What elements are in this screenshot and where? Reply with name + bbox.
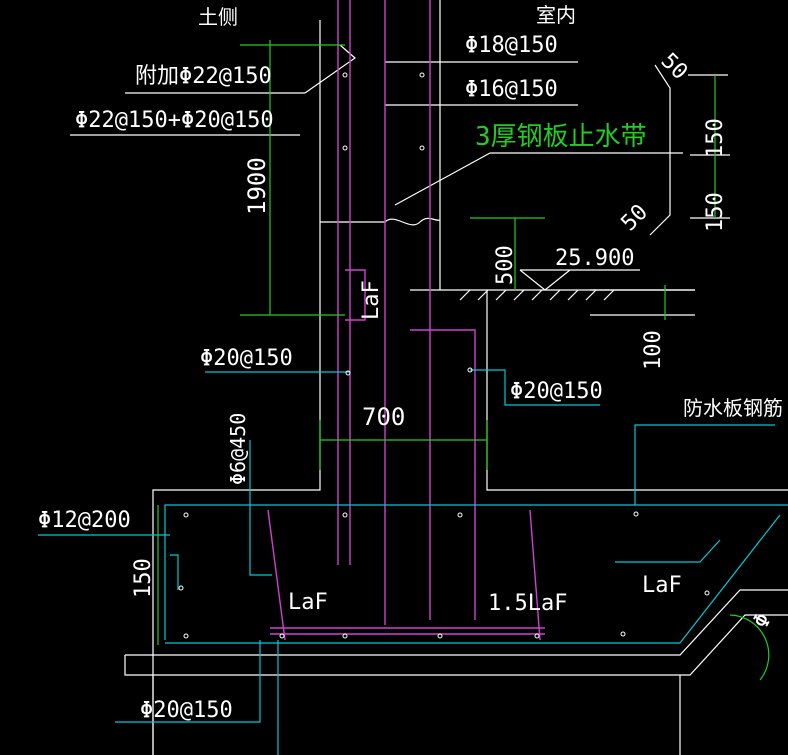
- rebar-phi20-left-label: Φ20@150: [200, 346, 293, 371]
- tie-phi6-label: Φ6@450: [226, 413, 250, 485]
- rebar-leader-added-bend: [304, 44, 356, 94]
- base-bottom-bar: [165, 514, 781, 644]
- hairpin-right: [529, 509, 541, 641]
- rebar-leader-phi20-bottom: [115, 640, 261, 723]
- wall-step-face: [486, 290, 788, 491]
- rebar-leader-phi20-right: [470, 369, 600, 406]
- base-top-bar: [164, 504, 788, 640]
- slab-rebar: [38, 369, 788, 755]
- waterstop-label: 3厚钢板止水带: [475, 122, 647, 152]
- waterproof-slab-label: 防水板钢筋: [683, 396, 783, 420]
- laf-wall-label: LaF: [359, 280, 384, 320]
- rebar-phi18-label: Φ18@150: [465, 33, 558, 58]
- waterstop-profile: [649, 64, 671, 236]
- dim-100-label: 100: [641, 330, 666, 370]
- wall-left-face: [152, 20, 321, 755]
- hairpin-left: [267, 509, 286, 641]
- rebar-phi20-right-label: Φ20@150: [510, 379, 603, 404]
- partial-label: Φ: [749, 609, 777, 633]
- laf-base-mid-label: 1.5LaF: [488, 591, 567, 616]
- dim-150-left-label: 150: [131, 558, 156, 598]
- waterproof-leader: [634, 424, 775, 505]
- rebar-phi20-bottom-label: Φ20@150: [140, 698, 233, 723]
- earth-side-label: 土侧: [198, 5, 238, 29]
- blinding-layer-lower: [124, 614, 788, 676]
- elevation-symbol: [519, 269, 571, 291]
- laf-base-right-label: LaF: [642, 573, 682, 598]
- rebar-dots: [178, 72, 710, 639]
- anchor-bar: [170, 554, 179, 590]
- concrete-outline: [70, 0, 788, 755]
- dimension-lines: [157, 40, 770, 681]
- ground-hatch: [459, 289, 615, 301]
- laf-base-left-label: LaF: [288, 590, 328, 615]
- waterstop-leader: [394, 152, 491, 206]
- dim-150-bot-label: 150: [703, 192, 728, 232]
- rebar-phi12-label: Φ12@200: [38, 508, 131, 533]
- dim-50-bot-label: 50: [617, 200, 653, 236]
- laf-leader-right: [615, 539, 721, 563]
- corner-arc: [729, 614, 770, 681]
- added-rebar-label: 附加Φ22@150: [135, 64, 272, 89]
- elevation-label: 25.900: [555, 246, 634, 271]
- tie-leader: [249, 440, 272, 576]
- reinforcement-bars: [267, 0, 545, 641]
- blinding-layer: [125, 589, 788, 656]
- dim-1900-label: 1900: [243, 157, 271, 215]
- dim-700-label: 700: [362, 403, 405, 431]
- main-rebar-label: Φ22@150+Φ20@150: [75, 108, 274, 133]
- rebar-phi16-label: Φ16@150: [465, 77, 558, 102]
- dim-500-label: 500: [493, 245, 518, 285]
- dim-50-top-label: 50: [656, 49, 692, 85]
- wall-bar-bend: [410, 329, 476, 620]
- dim-150-top-label: 150: [703, 118, 728, 158]
- laf-bracket: [345, 269, 366, 321]
- indoor-label: 室内: [536, 3, 576, 27]
- waterstop-plate: [384, 217, 441, 226]
